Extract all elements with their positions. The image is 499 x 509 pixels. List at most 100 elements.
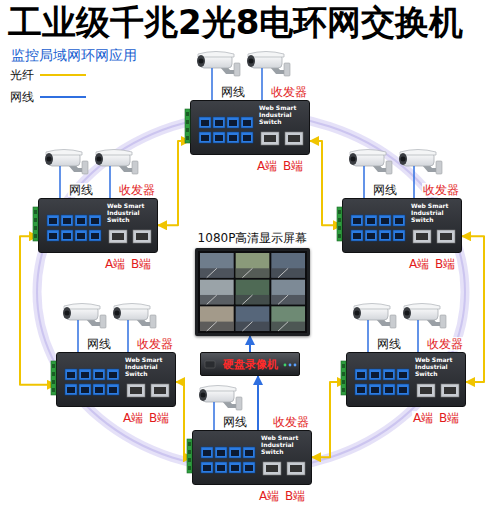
network-cable <box>211 68 213 100</box>
label-wrap: B端 <box>130 253 152 272</box>
title-text: 工业级千兆2光8电环网交换机 <box>8 2 463 42</box>
label-wrap: 网线 <box>86 333 112 352</box>
label-wrap: 收发器 <box>118 179 156 198</box>
port-label: A端 <box>122 411 144 425</box>
camera-icon <box>353 304 396 329</box>
network-cable <box>213 402 215 430</box>
label-wrap: 监控局域网环网应用 <box>10 45 138 64</box>
camera-icon <box>197 52 240 77</box>
device-label: Web Smart Industrial Switch <box>259 105 307 126</box>
port-label: B端 <box>148 411 170 425</box>
camera-icon <box>247 52 290 77</box>
camera-icon <box>113 304 156 329</box>
port-label: A端 <box>258 489 280 503</box>
port-label: A端 <box>104 257 126 271</box>
label-wrap: B端 <box>282 155 304 174</box>
camera-icon <box>199 386 242 411</box>
legend-text: 光纤 <box>10 68 34 82</box>
network-cable <box>363 166 365 198</box>
label-wrap: 收发器 <box>270 81 308 100</box>
port-label: B端 <box>282 159 304 173</box>
transceiver-label: 收发器 <box>118 183 156 197</box>
network-cable <box>59 166 61 198</box>
label-wrap: A端 <box>256 155 278 174</box>
network-cable <box>413 166 415 198</box>
port-label: B端 <box>284 489 306 503</box>
network-cable <box>109 166 111 198</box>
fiber-link <box>20 236 56 385</box>
camera-icon <box>349 150 392 175</box>
switch-box: Web Smart Industrial Switch <box>38 198 158 253</box>
mon-detail <box>198 251 307 333</box>
title-wrap: 工业级千兆2光8电环网交换机 <box>8 2 463 42</box>
label-wrap: A端 <box>258 485 280 504</box>
label-wrap: B端 <box>438 407 460 426</box>
cable-label: 网线 <box>68 183 94 197</box>
cable-link <box>249 336 251 352</box>
label-wrap: 网线 <box>222 411 248 430</box>
label-wrap: 收发器 <box>272 411 310 430</box>
device-label: Web Smart Industrial Switch <box>415 357 463 378</box>
device-label: Web Smart Industrial Switch <box>261 435 309 456</box>
monitor-screen: 1080P高清显示屏幕 <box>195 248 310 336</box>
transceiver-label: 收发器 <box>422 183 460 197</box>
ring-line <box>37 114 465 470</box>
camera-icon <box>63 304 106 329</box>
label-wrap: B端 <box>148 407 170 426</box>
label-wrap: A端 <box>104 253 126 272</box>
transceiver-label: 收发器 <box>270 85 308 99</box>
camera-icon <box>403 304 446 329</box>
label-wrap: B端 <box>284 485 306 504</box>
label-wrap: A端 <box>412 407 434 426</box>
label-wrap: B端 <box>434 253 456 272</box>
device-label: Web Smart Industrial Switch <box>125 357 173 378</box>
ring-glow <box>37 114 465 470</box>
port-label: A端 <box>408 257 430 271</box>
label-wrap: 网线 <box>220 81 246 100</box>
legend-sample <box>40 92 86 102</box>
cable-label: 网线 <box>86 337 112 351</box>
legend-item: 光纤 <box>10 68 86 82</box>
label-wrap: 网线 <box>376 333 402 352</box>
device-label: Web Smart Industrial Switch <box>107 203 155 224</box>
network-cable <box>127 320 129 352</box>
label-wrap: A端 <box>408 253 430 272</box>
camera-icon <box>399 150 442 175</box>
cable-label: 网线 <box>376 337 402 351</box>
nvr-box: 硬盘录像机 <box>200 352 300 376</box>
label-wrap: 收发器 <box>426 333 464 352</box>
label-wrap: 收发器 <box>422 179 460 198</box>
cable-label: 网线 <box>372 183 398 197</box>
label-wrap: 网线 <box>372 179 398 198</box>
transceiver-label: 收发器 <box>136 337 174 351</box>
label-wrap: 网线 <box>68 179 94 198</box>
network-cable <box>417 320 419 352</box>
transceiver-label: 收发器 <box>272 415 310 429</box>
switch-box: Web Smart Industrial Switch <box>56 352 176 407</box>
legend-item: 网线 <box>10 90 86 104</box>
port-label: B端 <box>438 411 460 425</box>
camera-icon <box>95 150 138 175</box>
cable-label: 网线 <box>222 415 248 429</box>
device-name: 硬盘录像机 <box>223 359 278 370</box>
cable-label: 网线 <box>220 85 246 99</box>
screen-title: 1080P高清显示屏幕 <box>184 231 321 245</box>
switch-box: Web Smart Industrial Switch <box>192 430 312 485</box>
port-label: B端 <box>434 257 456 271</box>
port-label: A端 <box>256 159 278 173</box>
label-wrap: 收发器 <box>136 333 174 352</box>
legend-text: 网线 <box>10 90 34 104</box>
network-cable <box>261 68 263 100</box>
subtitle: 监控局域网环网应用 <box>10 47 138 64</box>
cable-link <box>257 376 259 430</box>
port-label: A端 <box>412 411 434 425</box>
fiber-link <box>158 141 190 225</box>
switch-box: Web Smart Industrial Switch <box>190 100 310 155</box>
switch-box: Web Smart Industrial Switch <box>342 198 462 253</box>
network-cable <box>367 320 369 352</box>
label-wrap: A端 <box>122 407 144 426</box>
camera-icon <box>45 150 88 175</box>
port-label: B端 <box>130 257 152 271</box>
transceiver-label: 收发器 <box>426 337 464 351</box>
device-label: Web Smart Industrial Switch <box>411 203 459 224</box>
